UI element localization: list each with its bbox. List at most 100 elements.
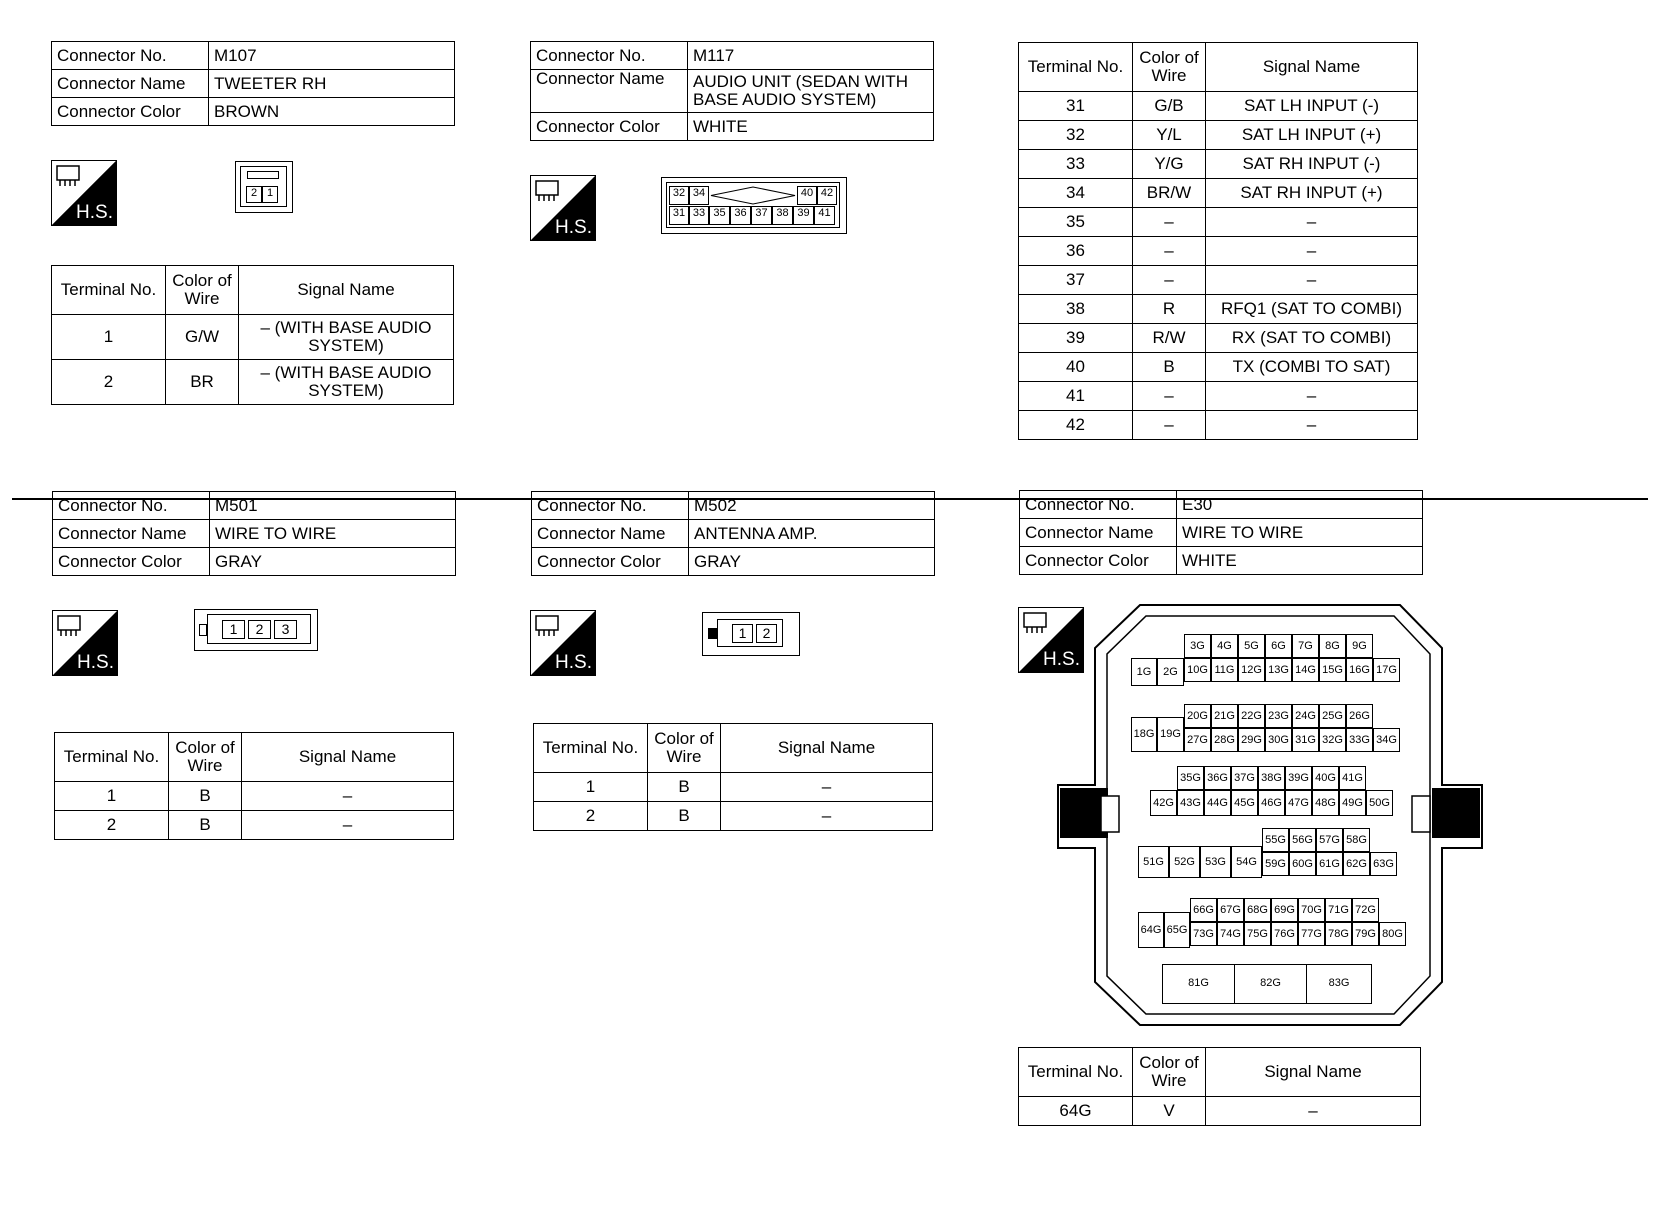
table-row: 37–– <box>1018 265 1418 295</box>
signal-cell: – <box>241 810 454 840</box>
pin: 1 <box>732 624 753 643</box>
terminal-no-header: Terminal No. <box>533 723 648 773</box>
pin: 29G <box>1238 728 1265 752</box>
terminal-no-header: Terminal No. <box>54 732 169 782</box>
wire-color-cell: B <box>647 772 721 802</box>
pin: 3G <box>1184 634 1211 658</box>
pin: 69G <box>1271 898 1298 922</box>
table-row: 41–– <box>1018 381 1418 411</box>
connector-no-value: M501 <box>209 491 456 520</box>
wire-color-cell: B <box>168 810 242 840</box>
terminal-cell: 34 <box>1018 178 1133 208</box>
m502-terminal-table: Terminal No. Color of Wire Signal Name 1… <box>533 723 933 831</box>
pin: 6G <box>1265 634 1292 658</box>
pin: 55G <box>1262 828 1289 852</box>
pin: 66G <box>1190 898 1217 922</box>
wire-color-cell: BR <box>165 359 239 405</box>
hs-label: H.S. <box>555 652 592 673</box>
pin: 16G <box>1346 658 1373 682</box>
pin: 3 <box>274 620 297 639</box>
connector-no-value: E30 <box>1176 490 1423 519</box>
pin: 83G <box>1307 965 1371 1003</box>
table-row: 42–– <box>1018 410 1418 440</box>
color-of-wire-header: Color of Wire <box>165 265 239 315</box>
pin: 31 <box>669 206 689 225</box>
connector-name-label: Connector Name <box>531 519 689 548</box>
pin: 81G <box>1163 965 1235 1003</box>
terminal-cell: 1 <box>533 772 648 802</box>
pin: 20G <box>1184 704 1211 728</box>
connector-no-label: Connector No. <box>1019 490 1177 519</box>
e30-pin-row: 81G 82G 83G <box>1162 964 1372 1004</box>
pin: 60G <box>1289 852 1316 876</box>
pin: 48G <box>1312 790 1339 816</box>
terminal-cell: 33 <box>1018 149 1133 179</box>
pin: 67G <box>1217 898 1244 922</box>
wire-color-cell: G/W <box>165 314 239 360</box>
e30-pin-row: 20G 21G 22G 23G 24G 25G 26G <box>1184 704 1373 728</box>
pin: 59G <box>1262 852 1289 876</box>
signal-cell: – <box>1205 236 1418 266</box>
pin: 53G <box>1200 846 1231 878</box>
pin: 74G <box>1217 922 1244 946</box>
color-of-wire-header: Color of Wire <box>647 723 721 773</box>
signal-cell: SAT RH INPUT (-) <box>1205 149 1418 179</box>
signal-cell: SAT LH INPUT (-) <box>1205 91 1418 121</box>
terminal-cell: 39 <box>1018 323 1133 353</box>
m107-connector-face: 2 1 <box>235 161 293 213</box>
wire-color-cell: – <box>1132 410 1206 440</box>
pin: 10G <box>1184 658 1211 682</box>
terminal-cell: 41 <box>1018 381 1133 411</box>
pin: 2 <box>248 620 271 639</box>
wire-color-cell: Y/G <box>1132 149 1206 179</box>
connector-name-value: TWEETER RH <box>208 69 455 98</box>
connector-name-label: Connector Name <box>530 69 688 113</box>
pin: 32G <box>1319 728 1346 752</box>
connector-color-value: WHITE <box>687 112 934 141</box>
pin: 7G <box>1292 634 1319 658</box>
wire-color-cell: V <box>1132 1096 1206 1126</box>
pin: 38 <box>772 206 793 225</box>
wire-color-cell: R/W <box>1132 323 1206 353</box>
terminal-cell: 38 <box>1018 294 1133 324</box>
hs-label: H.S. <box>77 652 114 673</box>
signal-cell: TX (COMBI TO SAT) <box>1205 352 1418 382</box>
pin: 44G <box>1204 790 1231 816</box>
pin: 1 <box>222 620 245 639</box>
signal-name-header: Signal Name <box>238 265 454 315</box>
pin: 18G <box>1131 717 1157 752</box>
m501-connector-face: 1 2 3 <box>194 609 318 651</box>
connector-color-label: Connector Color <box>52 547 210 576</box>
m117-connector-face: 32 34 40 42 31 33 35 36 37 38 39 41 <box>661 177 847 234</box>
signal-name-header: Signal Name <box>720 723 933 773</box>
table-row: 2 B – <box>533 801 933 831</box>
pin: 25G <box>1319 704 1346 728</box>
connector-no-value: M107 <box>208 41 455 70</box>
pin: 76G <box>1271 922 1298 946</box>
connector-color-value: BROWN <box>208 97 455 126</box>
connector-name-label: Connector Name <box>51 69 209 98</box>
wire-color-cell: – <box>1132 207 1206 237</box>
terminal-cell: 64G <box>1018 1096 1133 1126</box>
pin: 2G <box>1157 658 1184 686</box>
pin: 22G <box>1238 704 1265 728</box>
connector-name-label: Connector Name <box>52 519 210 548</box>
connector-color-label: Connector Color <box>51 97 209 126</box>
signal-name-header: Signal Name <box>241 732 454 782</box>
table-row: 1 B – <box>54 781 454 811</box>
terminal-no-header: Terminal No. <box>1018 1047 1133 1097</box>
pin: 35G <box>1177 766 1204 790</box>
pin: 50G <box>1366 790 1393 816</box>
pin: 34 <box>689 186 709 205</box>
pin: 8G <box>1319 634 1346 658</box>
pin: 34G <box>1373 728 1400 752</box>
pin: 37 <box>751 206 772 225</box>
pin: 79G <box>1352 922 1379 946</box>
terminal-cell: 31 <box>1018 91 1133 121</box>
pin: 33 <box>689 206 709 225</box>
wire-color-cell: Y/L <box>1132 120 1206 150</box>
pin: 35 <box>709 206 730 225</box>
